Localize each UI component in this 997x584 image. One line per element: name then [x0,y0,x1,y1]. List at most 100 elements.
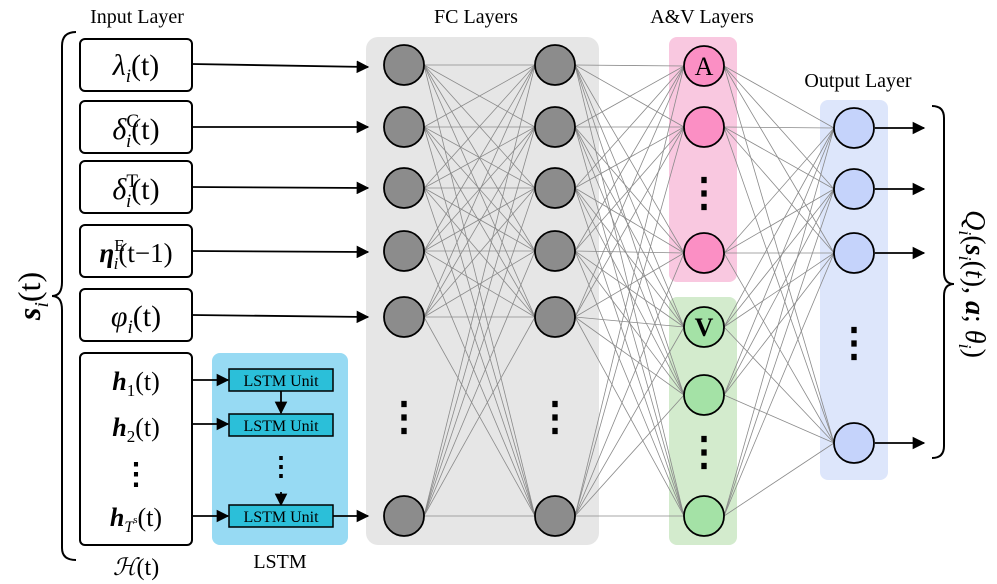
edge [423,187,536,252]
edge [574,252,685,318]
edge [423,250,536,517]
fc2-node [534,44,576,86]
lstm-band [212,353,348,545]
output-node [833,107,875,149]
input-box [79,38,193,92]
edge [723,126,835,190]
edge [574,187,685,254]
value-node [683,495,725,537]
edge [423,126,536,252]
edge [723,65,835,444]
edge [574,126,685,328]
edge [723,126,835,444]
edge [574,64,685,128]
edge [574,64,685,396]
edge [574,64,685,328]
edge [574,65,685,128]
lstm-ellipsis: ⋮ [268,452,294,481]
output-arrows [875,121,926,450]
edge [574,126,685,254]
fc-ellipsis-2: ⋮ [535,394,575,439]
output-layer-title: Output Layer [804,70,912,92]
lstm-title: LSTM [253,551,307,573]
history-set-label: ℋ(t) [113,555,159,581]
edge [574,187,685,328]
lstm-units: LSTM Unit LSTM Unit ⋮ LSTM Unit [228,368,334,528]
edge [574,250,685,254]
value-node [683,306,725,348]
edge [574,65,685,189]
advantage-node [683,106,725,148]
edge [723,127,835,517]
edge [723,252,835,517]
edge [574,64,685,67]
edge [574,394,685,517]
edge [574,65,685,517]
edge [423,64,536,318]
edge [574,126,685,252]
advantage-ellipsis: ⋮ [684,170,724,215]
value-node-label: V [695,313,714,342]
edge [574,126,685,396]
edge [574,187,685,517]
history-box [79,352,193,546]
output-node [833,422,875,464]
edge [423,187,536,318]
edge [723,127,835,254]
edge [723,126,835,129]
state-label: si(t) [11,272,53,321]
advantage-band [669,37,737,282]
edge [423,64,536,252]
edge [723,127,835,396]
lstm-unit-label: LSTM Unit [243,418,319,435]
edge [574,65,685,318]
edge [574,126,685,189]
fc-ellipsis-1: ⋮ [384,394,424,439]
edge [723,394,835,444]
state-brace [51,31,77,561]
edge [723,188,835,517]
network-nodes [383,44,875,537]
edge [723,65,835,129]
edge [423,250,536,318]
edge [423,187,536,517]
fc-layers-band [366,37,599,545]
edge [423,64,536,517]
advantage-node [683,45,725,87]
edge [723,252,835,444]
input-label-phi: φi(t) [111,300,161,338]
connection-edges [423,64,835,517]
fc1-node [383,44,425,86]
input-layer-title: Input Layer [90,6,184,28]
fc1-node [383,495,425,537]
output-ellipsis: ⋮ [834,320,874,365]
history-label-h1: h1(t) [112,367,160,400]
output-label: Qi(si(t), a; θi) [955,210,990,358]
lstm-unit [228,504,334,528]
value-band [669,297,737,545]
value-node [683,374,725,416]
fc1-node [383,167,425,209]
edge [423,316,536,517]
fc2-node [534,106,576,148]
advantage-node [683,232,725,274]
edge [423,126,536,517]
edge [423,126,536,318]
fc2-node [534,495,576,537]
input-arrows [191,60,370,523]
fc2-node [534,230,576,272]
edge [723,188,835,328]
edge [574,316,685,396]
edge [723,252,835,396]
edge [574,316,685,517]
edge [574,126,685,318]
edge [723,127,835,328]
edge [423,64,536,128]
advantage-node-label: A [695,52,714,81]
edge [423,64,536,189]
edge [574,252,685,517]
history-label-ht: hTs(t) [110,503,162,536]
edge [723,252,835,328]
